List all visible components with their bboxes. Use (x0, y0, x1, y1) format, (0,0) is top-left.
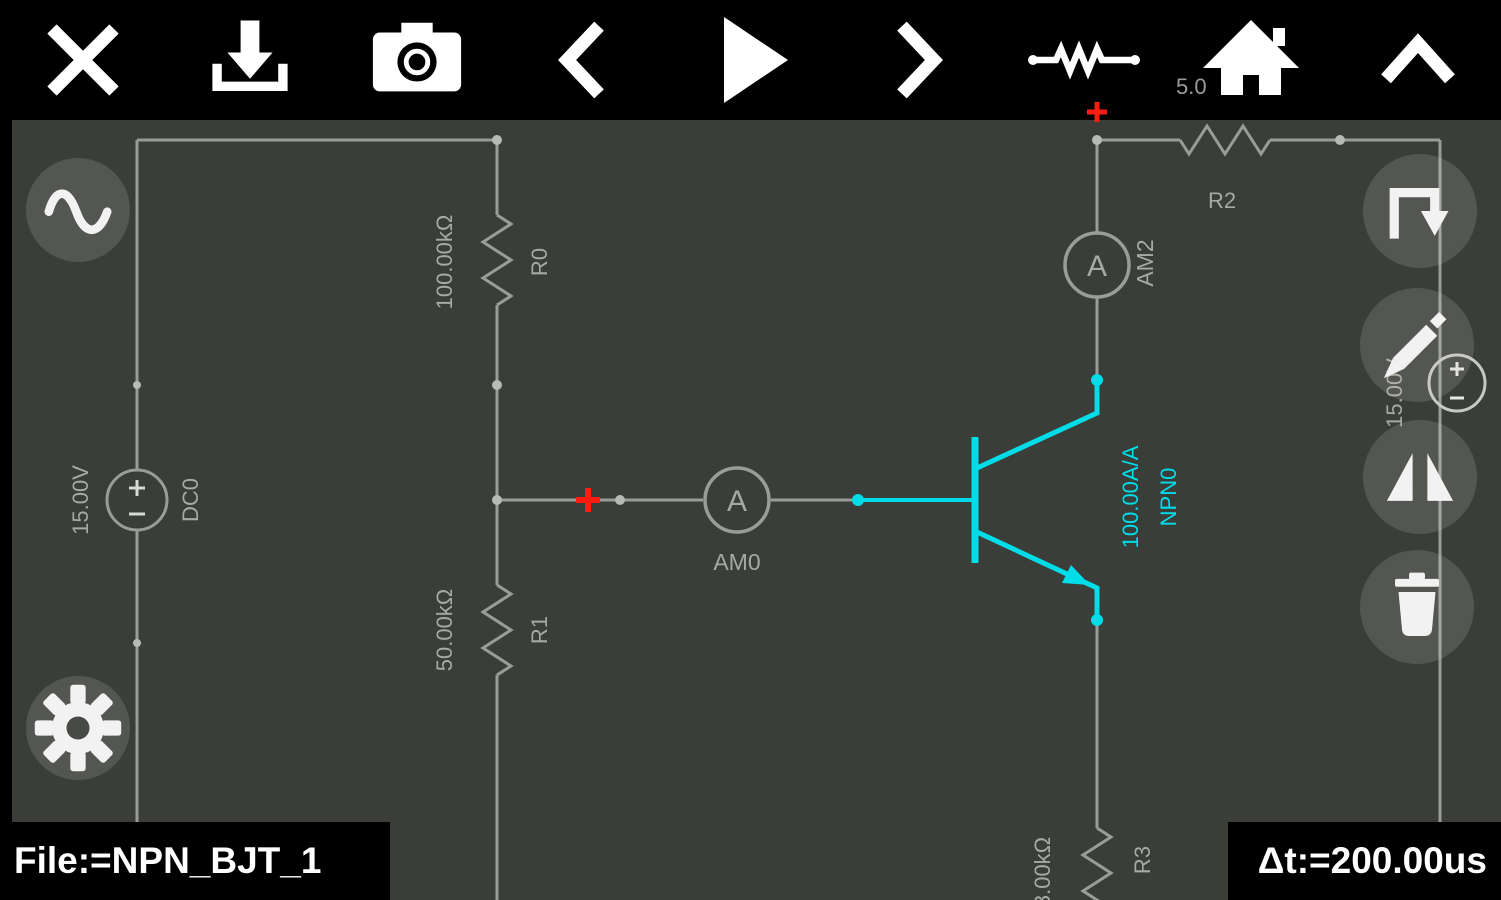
dc-source-dc0[interactable]: 15.00V DC0 (68, 465, 203, 535)
r3-value: 3.00kΩ (1030, 837, 1055, 900)
r1-label: R1 (527, 616, 552, 644)
wires (135, 138, 1442, 900)
edit-button[interactable] (1360, 288, 1474, 402)
r1-value: 50.00kΩ (432, 589, 457, 672)
settings-button[interactable] (26, 676, 130, 780)
npn0-gain: 100.00A/A (1118, 445, 1143, 548)
x-icon (47, 24, 120, 96)
home-button[interactable] (1167, 0, 1334, 120)
transistor-npn0[interactable]: 100.00A/A NPN0 (852, 374, 1181, 626)
file-bar: File:=NPN_BJT_1 (0, 822, 390, 900)
r3-label: R3 (1130, 846, 1155, 874)
screenshot-button[interactable] (334, 0, 501, 120)
ammeter-am0[interactable]: A AM0 (703, 466, 771, 575)
timestep-bar: Δt:=200.00us (1228, 822, 1501, 900)
caret-up-icon (1380, 33, 1455, 84)
left-edge-strip (0, 120, 12, 900)
components-button[interactable] (1001, 0, 1168, 120)
loop-arrow-icon (1389, 188, 1449, 239)
gear-icon (34, 684, 122, 772)
download-icon (212, 20, 288, 92)
delete-button[interactable] (1360, 550, 1474, 664)
play-icon (723, 17, 788, 103)
play-button[interactable] (667, 0, 834, 120)
loop-button[interactable] (1363, 154, 1477, 268)
pencil-icon (1383, 311, 1447, 379)
am2-symbol: A (1087, 250, 1107, 283)
resistor-r0[interactable]: 100.00kΩ R0 (432, 213, 552, 310)
top-toolbar (0, 0, 1501, 120)
am0-label: AM0 (713, 549, 760, 575)
dc0-label: DC0 (178, 478, 203, 522)
download-button[interactable] (167, 0, 334, 120)
camera-icon (372, 22, 462, 92)
polarity-marker (576, 488, 600, 512)
mirror-button[interactable] (1363, 420, 1477, 534)
close-button[interactable] (0, 0, 167, 120)
signal-source-button[interactable] (26, 158, 130, 262)
resistor-icon (1028, 40, 1141, 80)
file-label: File:=NPN_BJT_1 (14, 840, 322, 881)
r2-label: R2 (1208, 188, 1236, 213)
r0-value: 100.00kΩ (432, 215, 457, 310)
r2-value: 5.0 (1176, 74, 1207, 99)
dc0-value: 15.00V (68, 465, 93, 535)
resistor-r3[interactable]: 3.00kΩ R3 (1030, 826, 1155, 900)
npn0-label: NPN0 (1156, 468, 1181, 527)
r0-label: R0 (527, 248, 552, 276)
previous-button[interactable] (500, 0, 667, 120)
chevron-left-icon (557, 21, 604, 99)
delta-t-label: Δt:=200.00us (1257, 840, 1487, 881)
node-dots (133, 135, 1345, 647)
am2-polarity-marker (1085, 100, 1109, 129)
collapse-button[interactable] (1334, 0, 1501, 120)
flip-icon (1386, 453, 1454, 501)
next-button[interactable] (834, 0, 1001, 120)
am0-symbol: A (727, 485, 747, 518)
ammeter-am2[interactable]: A AM2 (1063, 231, 1158, 299)
chevron-right-icon (897, 21, 944, 99)
sine-wave-icon (44, 189, 112, 234)
trash-icon (1395, 572, 1439, 637)
home-icon (1202, 20, 1299, 95)
resistor-r2[interactable]: R2 (1178, 123, 1272, 213)
am2-label: AM2 (1132, 239, 1158, 286)
resistor-r1[interactable]: 50.00kΩ R1 (432, 583, 552, 677)
